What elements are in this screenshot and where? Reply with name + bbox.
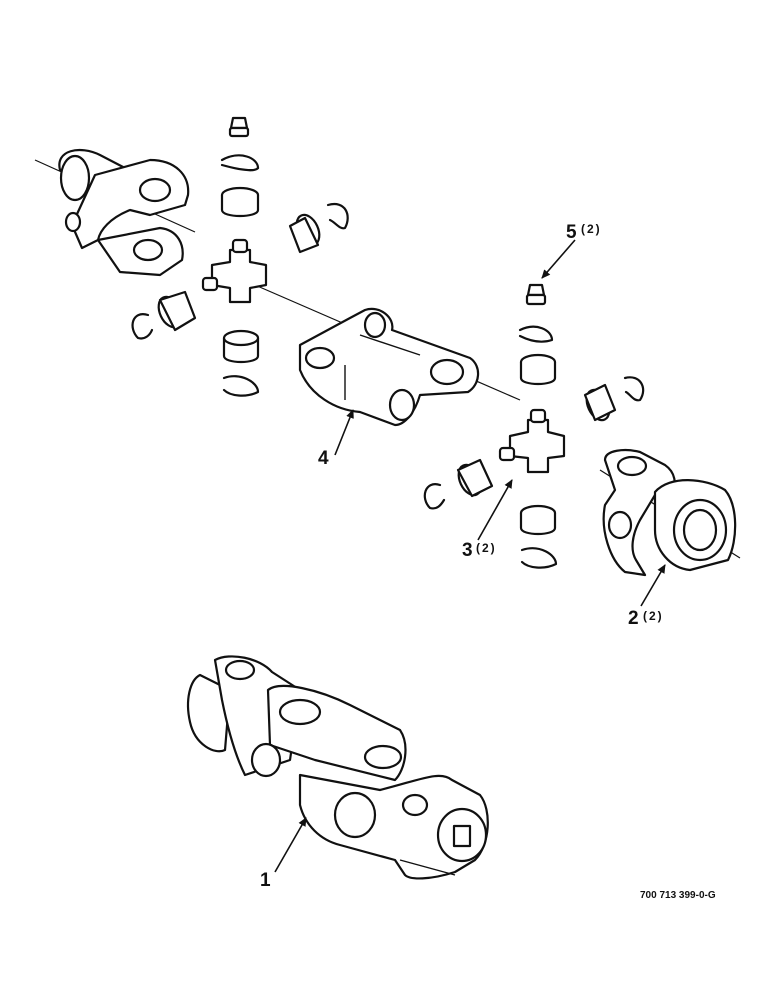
callout-5: 5 (2): [566, 222, 602, 243]
center-double-yoke: [298, 307, 480, 427]
drawing-number: 700 713 399-0-G: [640, 890, 716, 901]
leader-1: [274, 817, 307, 873]
leader-3: [477, 479, 513, 541]
callout-3: 3 (2): [462, 540, 497, 561]
assembled-joint: [186, 655, 489, 880]
left-cross-bearing-set: [131, 116, 349, 397]
callout-1-number: 1: [260, 870, 271, 891]
leader-4: [334, 409, 354, 456]
callout-2: 2 (2): [628, 608, 664, 629]
left-yoke: [58, 148, 190, 277]
leader-2: [640, 564, 666, 607]
callout-4-number: 4: [318, 448, 329, 469]
callout-3-quantity: (2): [476, 541, 497, 555]
callout-5-quantity: (2): [581, 222, 602, 236]
callout-5-number: 5: [566, 222, 577, 243]
callout-4: 4: [318, 448, 329, 469]
right-yoke: [602, 449, 737, 577]
leader-lines: [274, 239, 666, 873]
callout-1: 1: [260, 870, 271, 891]
leader-5: [541, 239, 576, 279]
callout-2-number: 2: [628, 608, 639, 629]
right-cross-bearing-set: [423, 283, 645, 569]
callout-2-quantity: (2): [643, 609, 664, 623]
callout-3-number: 3: [462, 540, 473, 561]
